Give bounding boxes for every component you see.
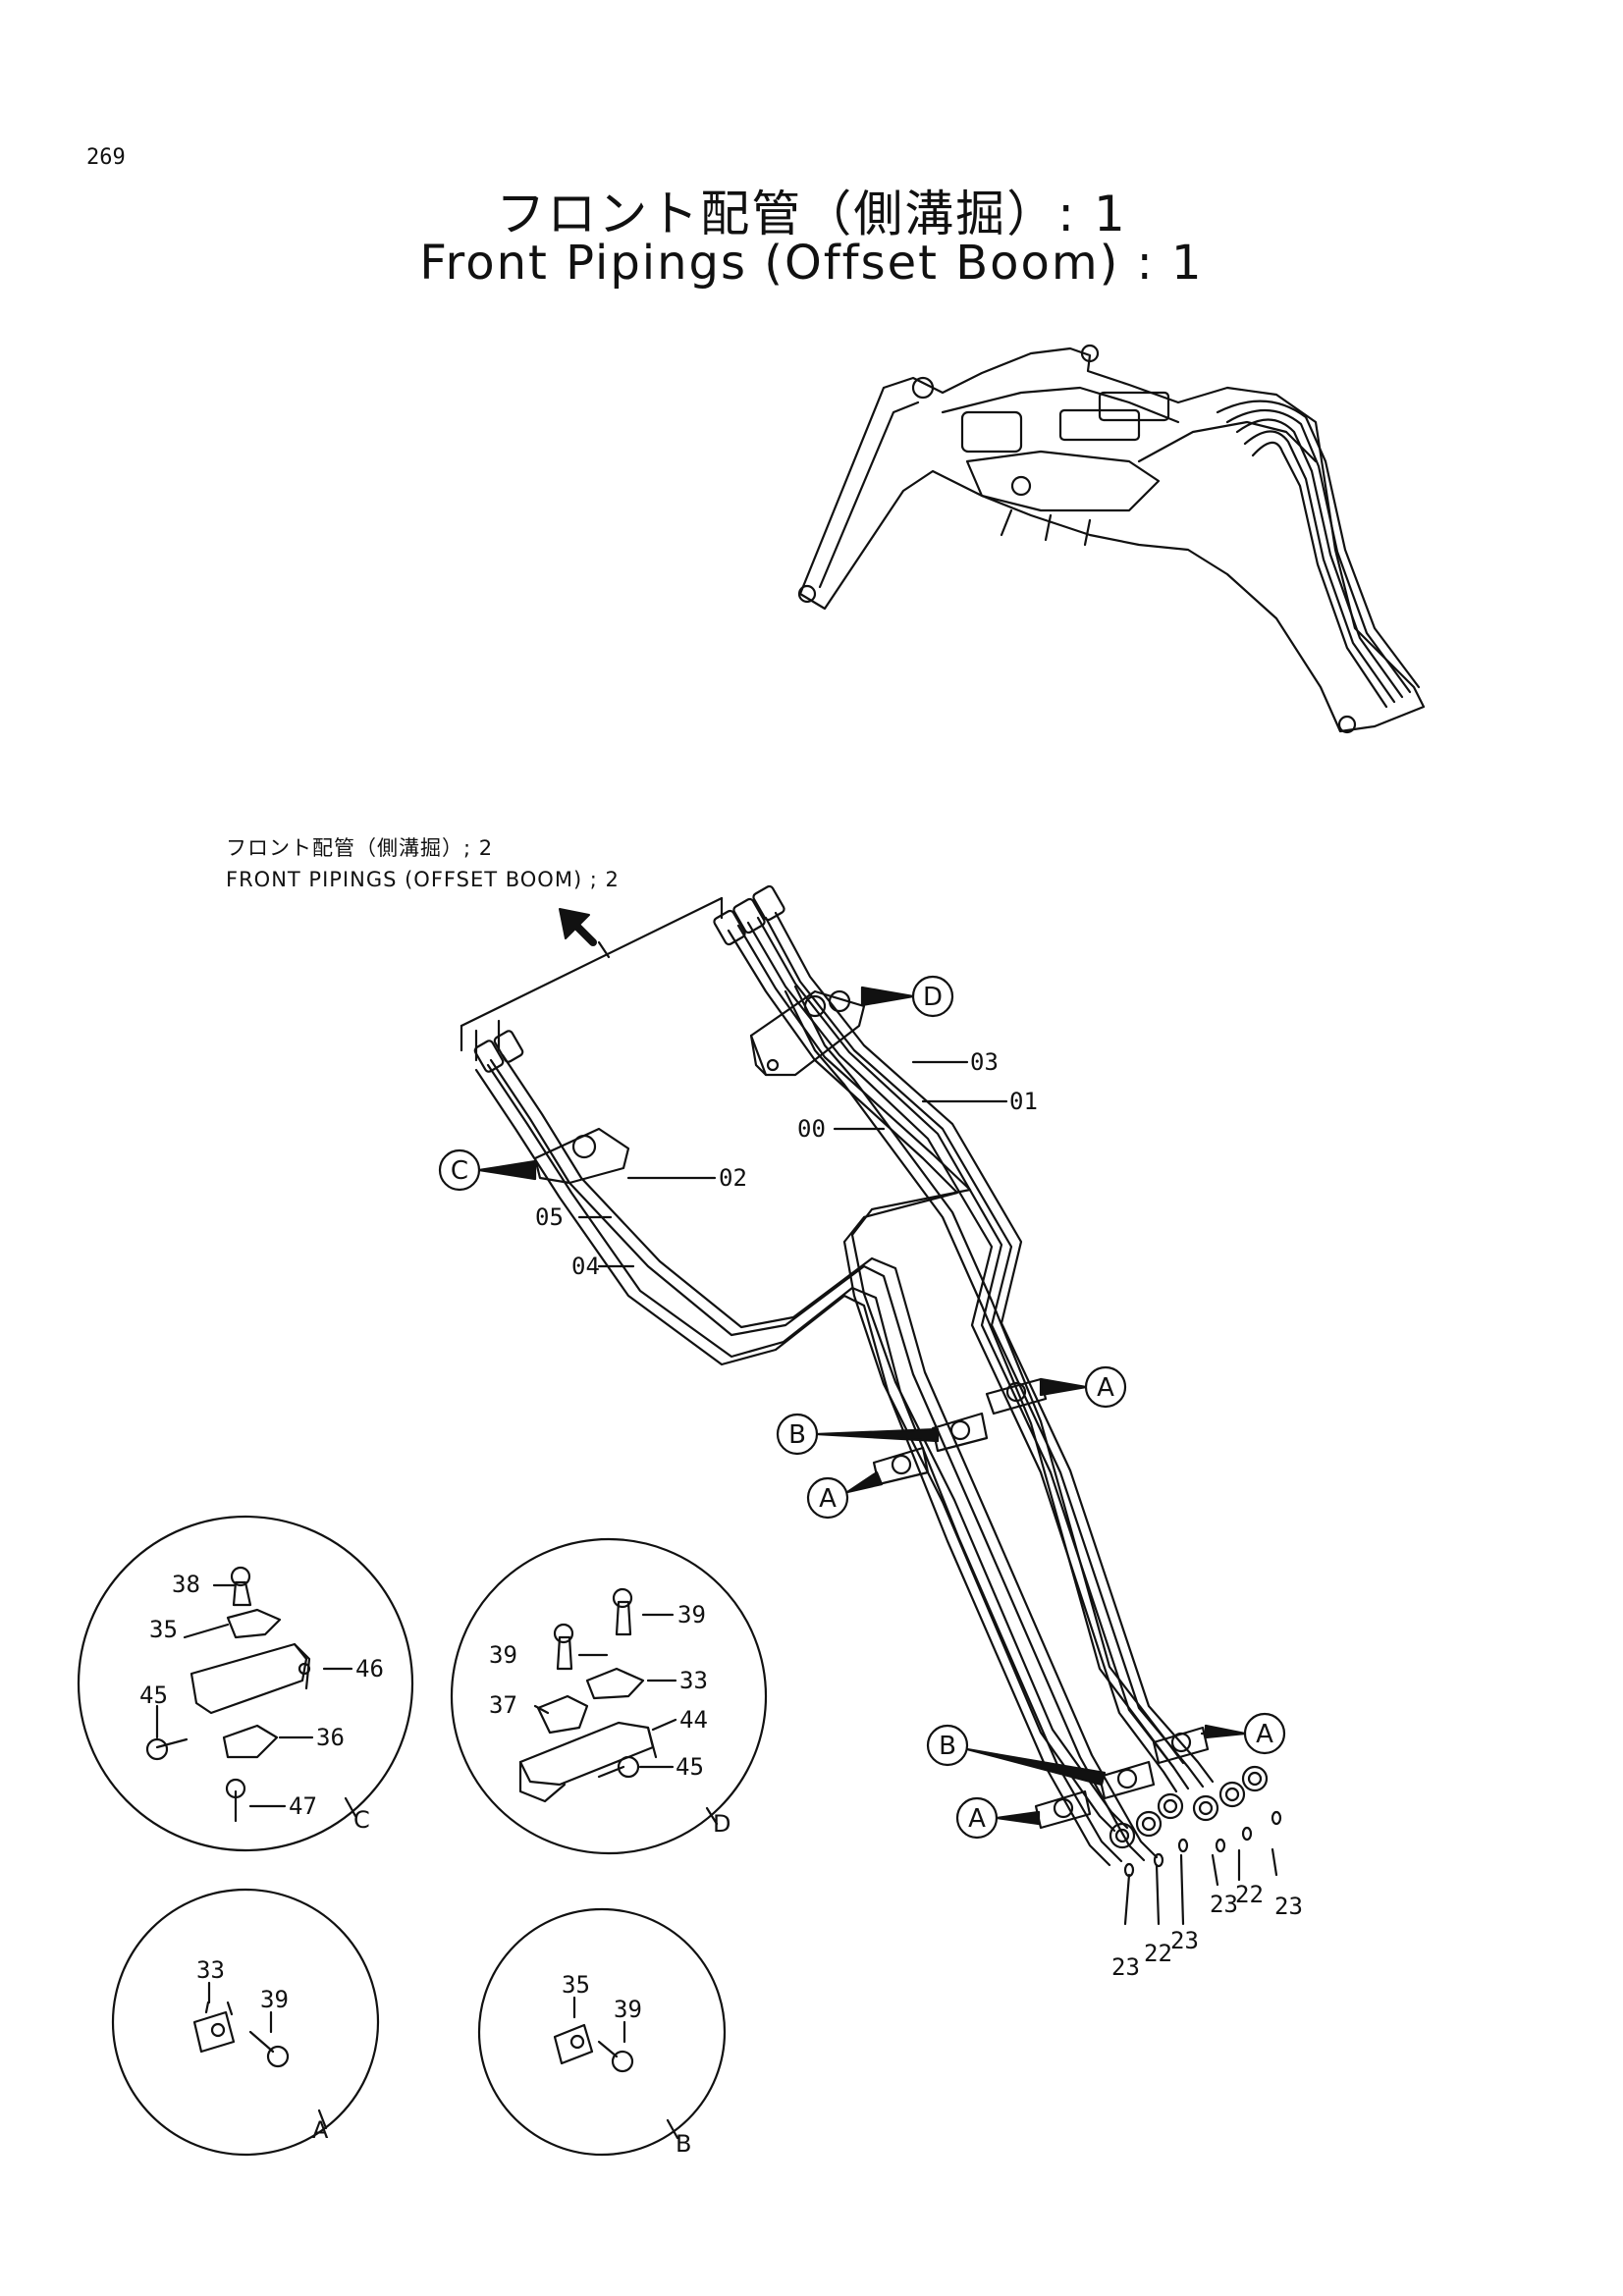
detail-C-part-35: 35 [149,1616,178,1643]
label-02: 02 [719,1164,747,1192]
clamp-A-upper [985,1377,1048,1415]
detail-D-part-33: 33 [679,1667,708,1694]
detail-C-part-36: 36 [316,1724,345,1751]
leader-lines [577,1060,1278,1926]
detail-D-labels: 39 39 33 37 44 45 D [489,1601,730,1838]
up-left-arrow-icon [559,908,597,946]
part-callout-labels: 03 01 00 02 05 04 [535,1048,1038,1280]
detail-D-part-44: 44 [679,1706,708,1734]
detail-D-part-37: 37 [489,1691,517,1719]
detail-C-part-47: 47 [289,1792,317,1820]
callout-C: C [451,1156,468,1186]
clamp-A-right-lower [1152,1726,1210,1765]
callout-A-4: A [968,1804,986,1834]
detail-C-letter: C [353,1806,370,1834]
machine-overview-illustration [797,344,1426,734]
callout-letters: D C A B A A B A [451,983,1273,1834]
detail-B-part-39: 39 [614,1996,642,2023]
reference-english: FRONT PIPINGS (OFFSET BOOM) ; 2 [226,868,620,891]
callout-D: D [923,983,943,1012]
detail-D-part-45: 45 [676,1753,704,1781]
clamp-A-middle [872,1446,930,1486]
label-04: 04 [571,1253,600,1280]
detail-D-part-39-left: 39 [489,1641,517,1669]
page-number: 269 [86,145,126,170]
callout-B-1: B [788,1420,806,1450]
callout-B-2: B [939,1732,956,1761]
seal-label-23-right: 23 [1274,1893,1303,1920]
seal-label-23-inner: 23 [1170,1927,1199,1954]
bottom-pipe-fittings [1109,1765,1269,1849]
detail-C-part-45: 45 [139,1682,168,1709]
callout-markers [438,975,1286,1840]
detail-D-letter: D [713,1810,730,1838]
clamp-C [533,1127,630,1185]
o-ring-seals [1123,1810,1282,1878]
title-japanese: フロント配管（側溝掘）: 1 [496,186,1127,242]
clamp-B-lower [1098,1760,1156,1800]
clamp-B-upper [931,1412,989,1453]
label-03: 03 [970,1048,999,1076]
label-01: 01 [1009,1088,1038,1115]
detail-B-letter: B [676,2130,691,2158]
seal-label-22-right: 22 [1235,1881,1264,1908]
detail-circle-C [77,1515,414,1852]
detail-C-part-38: 38 [172,1571,200,1598]
label-00: 00 [797,1115,826,1143]
detail-D-part-39-upper: 39 [677,1601,706,1629]
detail-circle-B [477,1907,727,2157]
seal-label-23-mid: 23 [1210,1891,1238,1918]
callout-A-3: A [1256,1720,1273,1749]
detail-B-part-35: 35 [562,1971,590,1999]
detail-B-labels: 35 39 B [562,1971,691,2158]
pipe-assembly [473,884,1282,1878]
reference-japanese: フロント配管（側溝掘）; 2 [226,836,494,860]
detail-C-part-46: 46 [355,1655,384,1682]
callout-A-1: A [1097,1373,1114,1403]
seal-labels: 23 22 23 23 22 23 [1111,1881,1303,1981]
detail-C-labels: 38 35 46 45 36 47 C [139,1571,384,1834]
detail-A-labels: 33 39 A [196,1956,329,2144]
detail-circle-A [111,1888,380,2157]
detail-A-letter: A [312,2116,329,2144]
detail-circle-D [450,1537,768,1855]
clamp-D [749,989,866,1077]
seal-label-22-left: 22 [1144,1940,1172,1967]
detail-A-part-39: 39 [260,1986,289,2013]
title-english: Front Pipings (Offset Boom) : 1 [419,236,1204,291]
label-05: 05 [535,1203,564,1231]
detail-A-part-33: 33 [196,1956,225,1984]
callout-A-2: A [819,1484,837,1514]
seal-label-23-left: 23 [1111,1953,1140,1981]
